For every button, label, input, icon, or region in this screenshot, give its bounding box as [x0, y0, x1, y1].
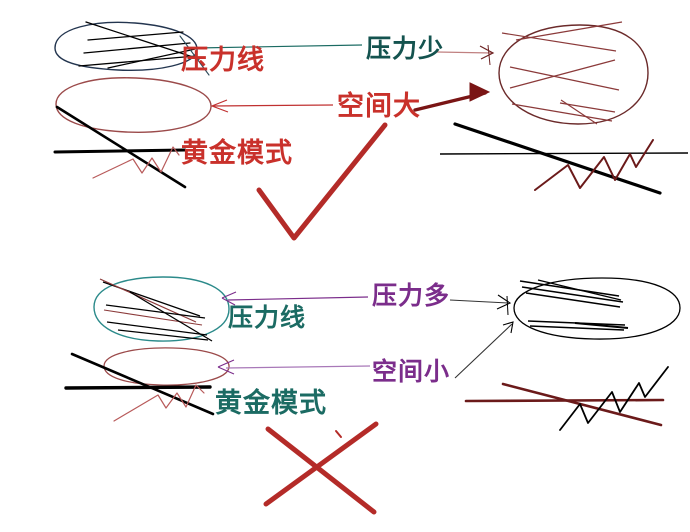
label-bottom-resistance-line: 压力线 [228, 303, 307, 332]
cross-mark-icon [263, 421, 379, 515]
top-space-left-arrow [210, 99, 334, 113]
label-top-golden-pattern: 黄金模式 [181, 138, 293, 169]
top-left-support-line [53, 148, 187, 154]
label-bottom-resistance-many: 压力多 [372, 281, 451, 310]
top-right-price-zigzag [534, 139, 654, 191]
top-left-resistance-ellipse-group [54, 21, 210, 76]
bottom-right-price-zigzag [559, 366, 669, 431]
bottom-left-price-zigzag [113, 384, 205, 422]
top-left-space-ellipse [55, 77, 212, 133]
top-left-price-zigzag [92, 146, 180, 179]
top-resistance-arrow [436, 44, 495, 66]
label-bottom-golden-pattern: 黄金模式 [215, 388, 327, 419]
bottom-right-trendline [501, 382, 663, 427]
bottom-right-resistance-ellipse-group [513, 277, 681, 340]
label-top-resistance-line: 压力线 [181, 45, 265, 76]
top-space-right-arrow [413, 82, 491, 112]
top-right-trendline [453, 122, 662, 195]
bottom-resistance-arrow [449, 294, 512, 316]
bottom-right-support-line [464, 398, 665, 403]
top-resistance-connector [195, 44, 363, 49]
bottom-left-resistance-ellipse-group [93, 276, 230, 342]
bottom-resistance-connector [227, 296, 369, 301]
label-bottom-space-small: 空间小 [372, 357, 451, 386]
label-top-resistance-few: 压力少 [366, 34, 445, 63]
bottom-left-trendline [70, 352, 215, 416]
top-left-trendline [55, 105, 187, 189]
bottom-left-support-line [64, 385, 212, 390]
top-right-support-line [439, 152, 689, 155]
check-mark-icon [256, 122, 388, 241]
bottom-space-connector [225, 365, 371, 369]
label-top-space-large: 空间大 [337, 91, 421, 122]
bottom-space-arrow [454, 321, 514, 379]
bottom-left-space-ellipse [103, 347, 230, 386]
top-right-resistance-ellipse-group [498, 21, 649, 125]
